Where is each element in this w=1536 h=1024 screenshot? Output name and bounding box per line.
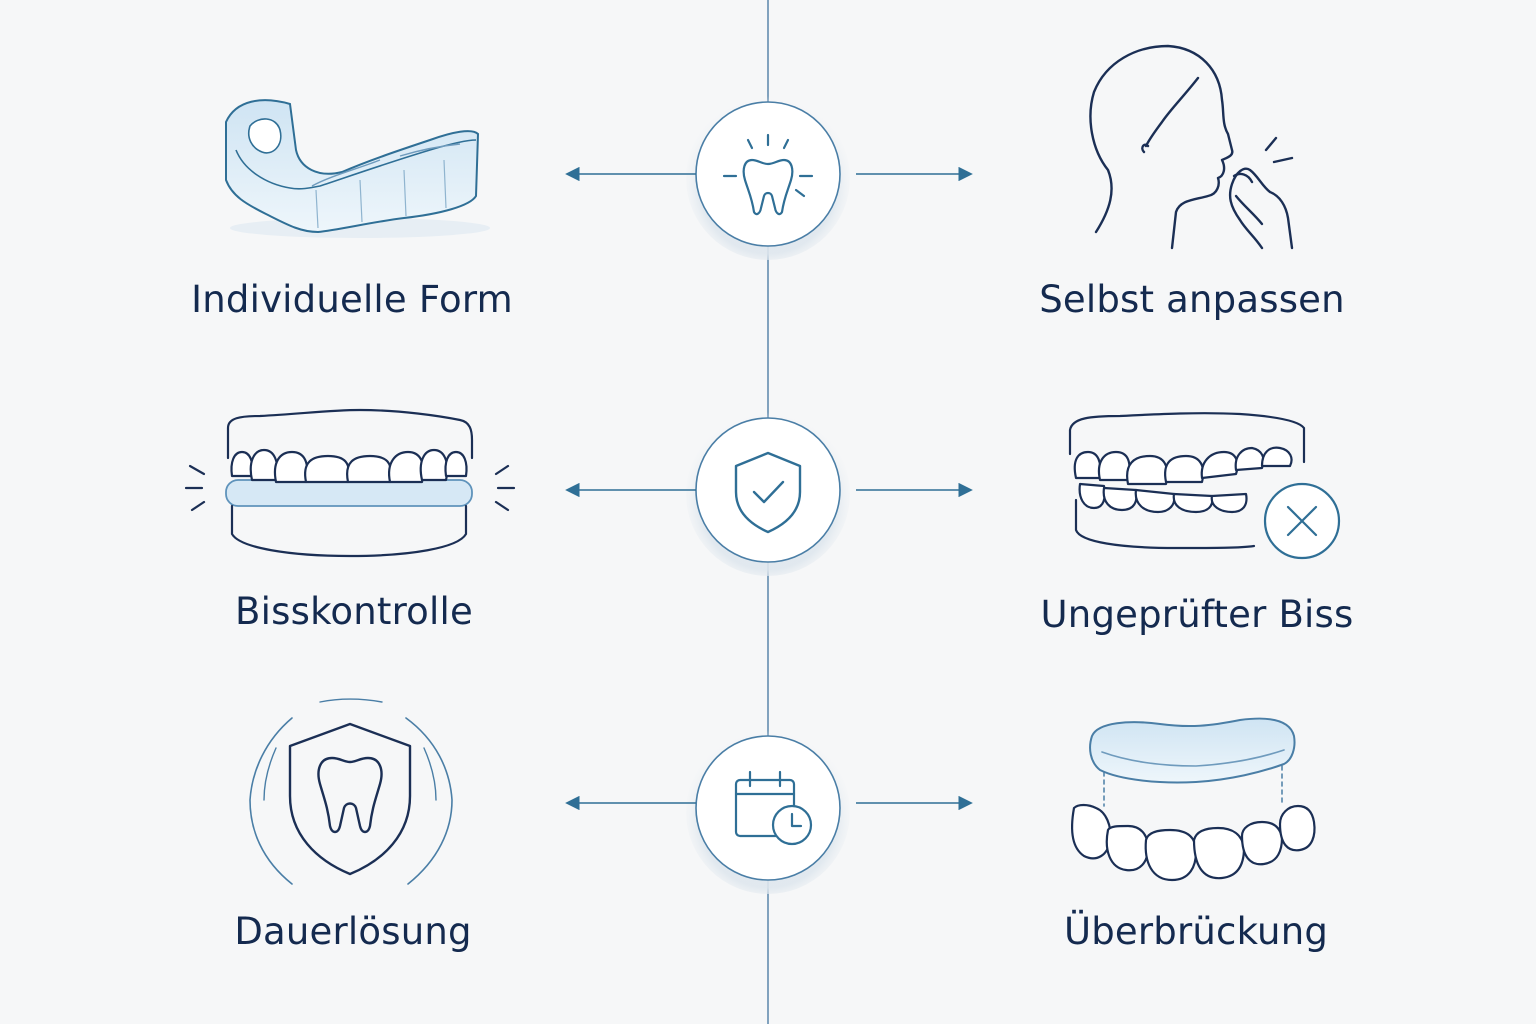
unchecked-bite-icon xyxy=(1068,412,1341,560)
label-ueberbrueckung: Überbrückung xyxy=(1063,910,1329,953)
shield-tooth-icon xyxy=(249,698,453,885)
label-ungepruefter-biss: Ungeprüfter Biss xyxy=(1040,593,1354,636)
tray-over-teeth-icon xyxy=(1071,717,1316,882)
label-selbst-anpassen: Selbst anpassen xyxy=(1039,278,1345,321)
calendar-clock-icon xyxy=(734,770,813,846)
center-node-1 xyxy=(686,96,850,260)
controlled-bite-teeth-icon xyxy=(184,408,516,558)
tooth-sparkle-icon xyxy=(722,133,814,216)
custom-mouthguard-icon xyxy=(225,99,490,238)
center-node-3 xyxy=(686,730,850,894)
label-bisskontrolle: Bisskontrolle xyxy=(235,590,473,633)
center-node-2 xyxy=(686,412,850,576)
label-individuelle-form: Individuelle Form xyxy=(191,278,513,321)
shield-check-icon xyxy=(734,451,802,534)
label-dauerloesung: Dauerlösung xyxy=(234,910,472,953)
person-fitting-icon xyxy=(1089,44,1294,250)
